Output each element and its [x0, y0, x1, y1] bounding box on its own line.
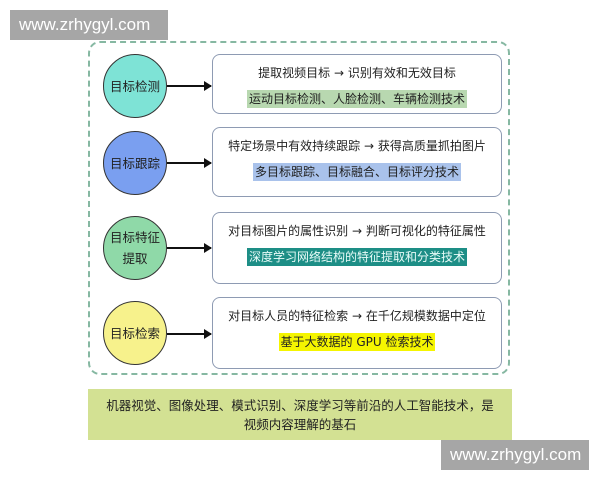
circle-feature-extraction: 目标特征 提取 — [103, 216, 167, 280]
circle-label: 目标跟踪 — [109, 155, 160, 171]
circle-label: 目标特征 — [109, 230, 160, 245]
box-line1: 特定场景中有效持续跟踪 → 获得高质量抓拍图片 — [228, 139, 486, 153]
circle-retrieval: 目标检索 — [103, 301, 167, 365]
box-retrieval: 对目标人员的特征检索 → 在千亿规模数据中定位 基于大数据的 GPU 检索技术 — [212, 297, 502, 369]
box-highlight: 多目标跟踪、目标融合、目标评分技术 — [252, 163, 461, 181]
box-detection: 提取视频目标 → 识别有效和无效目标 运动目标检测、人脸检测、车辆检测技术 — [212, 54, 502, 114]
box-highlight: 基于大数据的 GPU 检索技术 — [278, 333, 436, 351]
circle-tracking: 目标跟踪 — [103, 131, 167, 195]
box-line1: 对目标图片的属性识别 → 判断可视化的特征属性 — [228, 224, 486, 238]
circle-detection: 目标检测 — [103, 54, 167, 118]
box-line1: 对目标人员的特征检索 → 在千亿规模数据中定位 — [228, 309, 486, 323]
watermark-bottom: www.zrhygyl.com — [441, 440, 589, 470]
banner-line2: 视频内容理解的基石 — [243, 417, 357, 432]
banner-line1: 机器视觉、图像处理、模式识别、深度学习等前沿的人工智能技术，是 — [106, 398, 494, 413]
arrow-feature-extraction — [167, 243, 212, 253]
circle-label: 目标检测 — [109, 78, 160, 94]
dashed-container — [88, 41, 510, 375]
watermark-top: www.zrhygyl.com — [10, 10, 168, 40]
circle-label: 提取 — [122, 251, 148, 266]
arrow-retrieval — [167, 329, 212, 339]
box-highlight: 深度学习网络结构的特征提取和分类技术 — [246, 248, 467, 266]
circle-label: 目标检索 — [109, 325, 160, 341]
summary-banner: 机器视觉、图像处理、模式识别、深度学习等前沿的人工智能技术，是 视频内容理解的基… — [88, 389, 512, 440]
box-tracking: 特定场景中有效持续跟踪 → 获得高质量抓拍图片 多目标跟踪、目标融合、目标评分技… — [212, 127, 502, 197]
box-line1: 提取视频目标 → 识别有效和无效目标 — [258, 66, 456, 80]
arrow-detection — [167, 81, 212, 91]
box-feature-extraction: 对目标图片的属性识别 → 判断可视化的特征属性 深度学习网络结构的特征提取和分类… — [212, 212, 502, 284]
box-highlight: 运动目标检测、人脸检测、车辆检测技术 — [246, 90, 467, 108]
arrow-tracking — [167, 158, 212, 168]
